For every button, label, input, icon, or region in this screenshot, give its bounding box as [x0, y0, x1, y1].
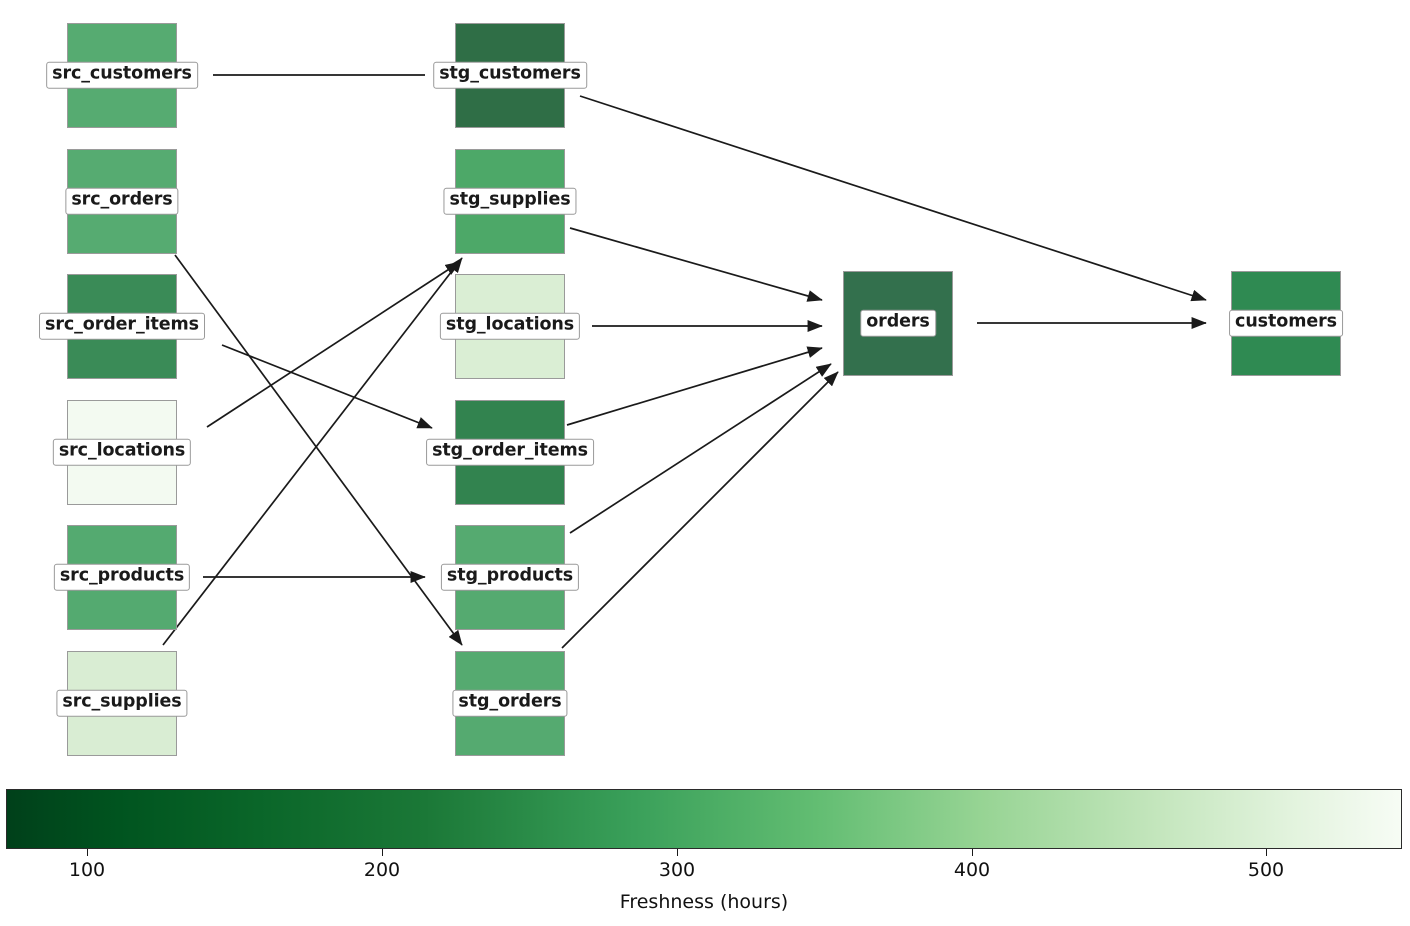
edge-stg_orders-to-orders	[561, 371, 839, 649]
colorbar-tick-label-100: 100	[68, 859, 106, 881]
colorbar-title: Freshness (hours)	[619, 891, 789, 913]
node-label-stg_locations[interactable]: stg_locations	[439, 312, 581, 340]
colorbar-tick-label-200: 200	[363, 859, 401, 881]
node-label-stg_products[interactable]: stg_products	[440, 563, 580, 591]
node-label-src_order_items[interactable]: src_order_items	[39, 312, 205, 340]
colorbar-tick-100	[87, 849, 88, 856]
node-label-src_locations[interactable]: src_locations	[52, 438, 192, 466]
node-label-stg_orders[interactable]: stg_orders	[452, 689, 568, 717]
edge-src_orders-to-stg_orders	[174, 254, 463, 646]
node-label-orders[interactable]: orders	[860, 309, 936, 337]
edge-src_supplies-to-stg_supplies	[162, 257, 463, 646]
edge-stg_products-to-orders	[569, 363, 832, 534]
node-label-src_orders[interactable]: src_orders	[65, 187, 179, 215]
colorbar-tick-200	[382, 849, 383, 856]
edge-stg_customers-to-customers	[579, 95, 1207, 302]
edge-stg_order_items-to-orders	[566, 346, 823, 426]
edge-src_order_items-to-stg_order_items	[221, 344, 433, 429]
colorbar-tick-label-500: 500	[1247, 859, 1285, 881]
node-label-customers[interactable]: customers	[1229, 309, 1343, 337]
colorbar-tick-label-400: 400	[953, 859, 991, 881]
colorbar-tick-label-300: 300	[658, 859, 696, 881]
colorbar	[6, 789, 1402, 849]
colorbar-tick-400	[972, 849, 973, 856]
edge-stg_supplies-to-orders	[569, 227, 823, 302]
node-label-src_products[interactable]: src_products	[53, 563, 191, 591]
node-label-stg_supplies[interactable]: stg_supplies	[443, 187, 577, 215]
edge-src_locations-to-stg_locations	[206, 261, 461, 428]
colorbar-tick-500	[1266, 849, 1267, 856]
node-label-stg_order_items[interactable]: stg_order_items	[426, 438, 594, 466]
node-label-stg_customers[interactable]: stg_customers	[433, 61, 587, 89]
colorbar-tick-300	[677, 849, 678, 856]
node-label-src_supplies[interactable]: src_supplies	[56, 689, 188, 717]
node-label-src_customers[interactable]: src_customers	[46, 61, 198, 89]
